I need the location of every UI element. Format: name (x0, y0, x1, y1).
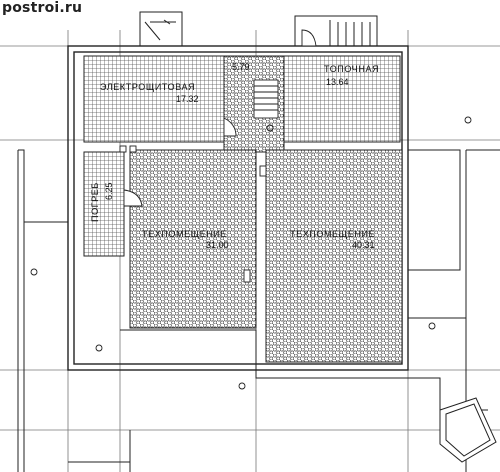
room-label-cellar: ПОГРЕБ (90, 182, 100, 222)
room-area-boiler: 13.64 (326, 77, 349, 87)
room-label-tech-right: ТЕХПОМЕЩЕНИЕ (290, 229, 375, 239)
columns (30, 116, 472, 390)
room-tech-right (265, 149, 403, 363)
room-label-tech-left: ТЕХПОМЕЩЕНИЕ (142, 229, 227, 239)
room-labels: ЭЛЕКТРОЩИТОВАЯ 17.32 5.79 ТОПОЧНАЯ 13.64… (90, 62, 379, 250)
room-area-cellar: 6.25 (104, 182, 114, 200)
interior-stair (253, 79, 279, 119)
room-area-tech-right: 40.31 (352, 240, 375, 250)
site-watermark: postroi.ru (2, 0, 83, 16)
room-tech-left (129, 149, 257, 329)
room-electrical (83, 55, 225, 143)
bay-window (439, 397, 497, 463)
room-label-electrical: ЭЛЕКТРОЩИТОВАЯ (100, 82, 195, 92)
room-area-corridor: 5.79 (232, 62, 250, 72)
room-area-electrical: 17.32 (176, 94, 199, 104)
room-label-boiler: ТОПОЧНАЯ (324, 64, 379, 74)
room-boiler (283, 55, 401, 143)
entrance-porches (139, 11, 378, 47)
door-openings (119, 29, 317, 283)
room-area-tech-left: 31.00 (206, 240, 229, 250)
